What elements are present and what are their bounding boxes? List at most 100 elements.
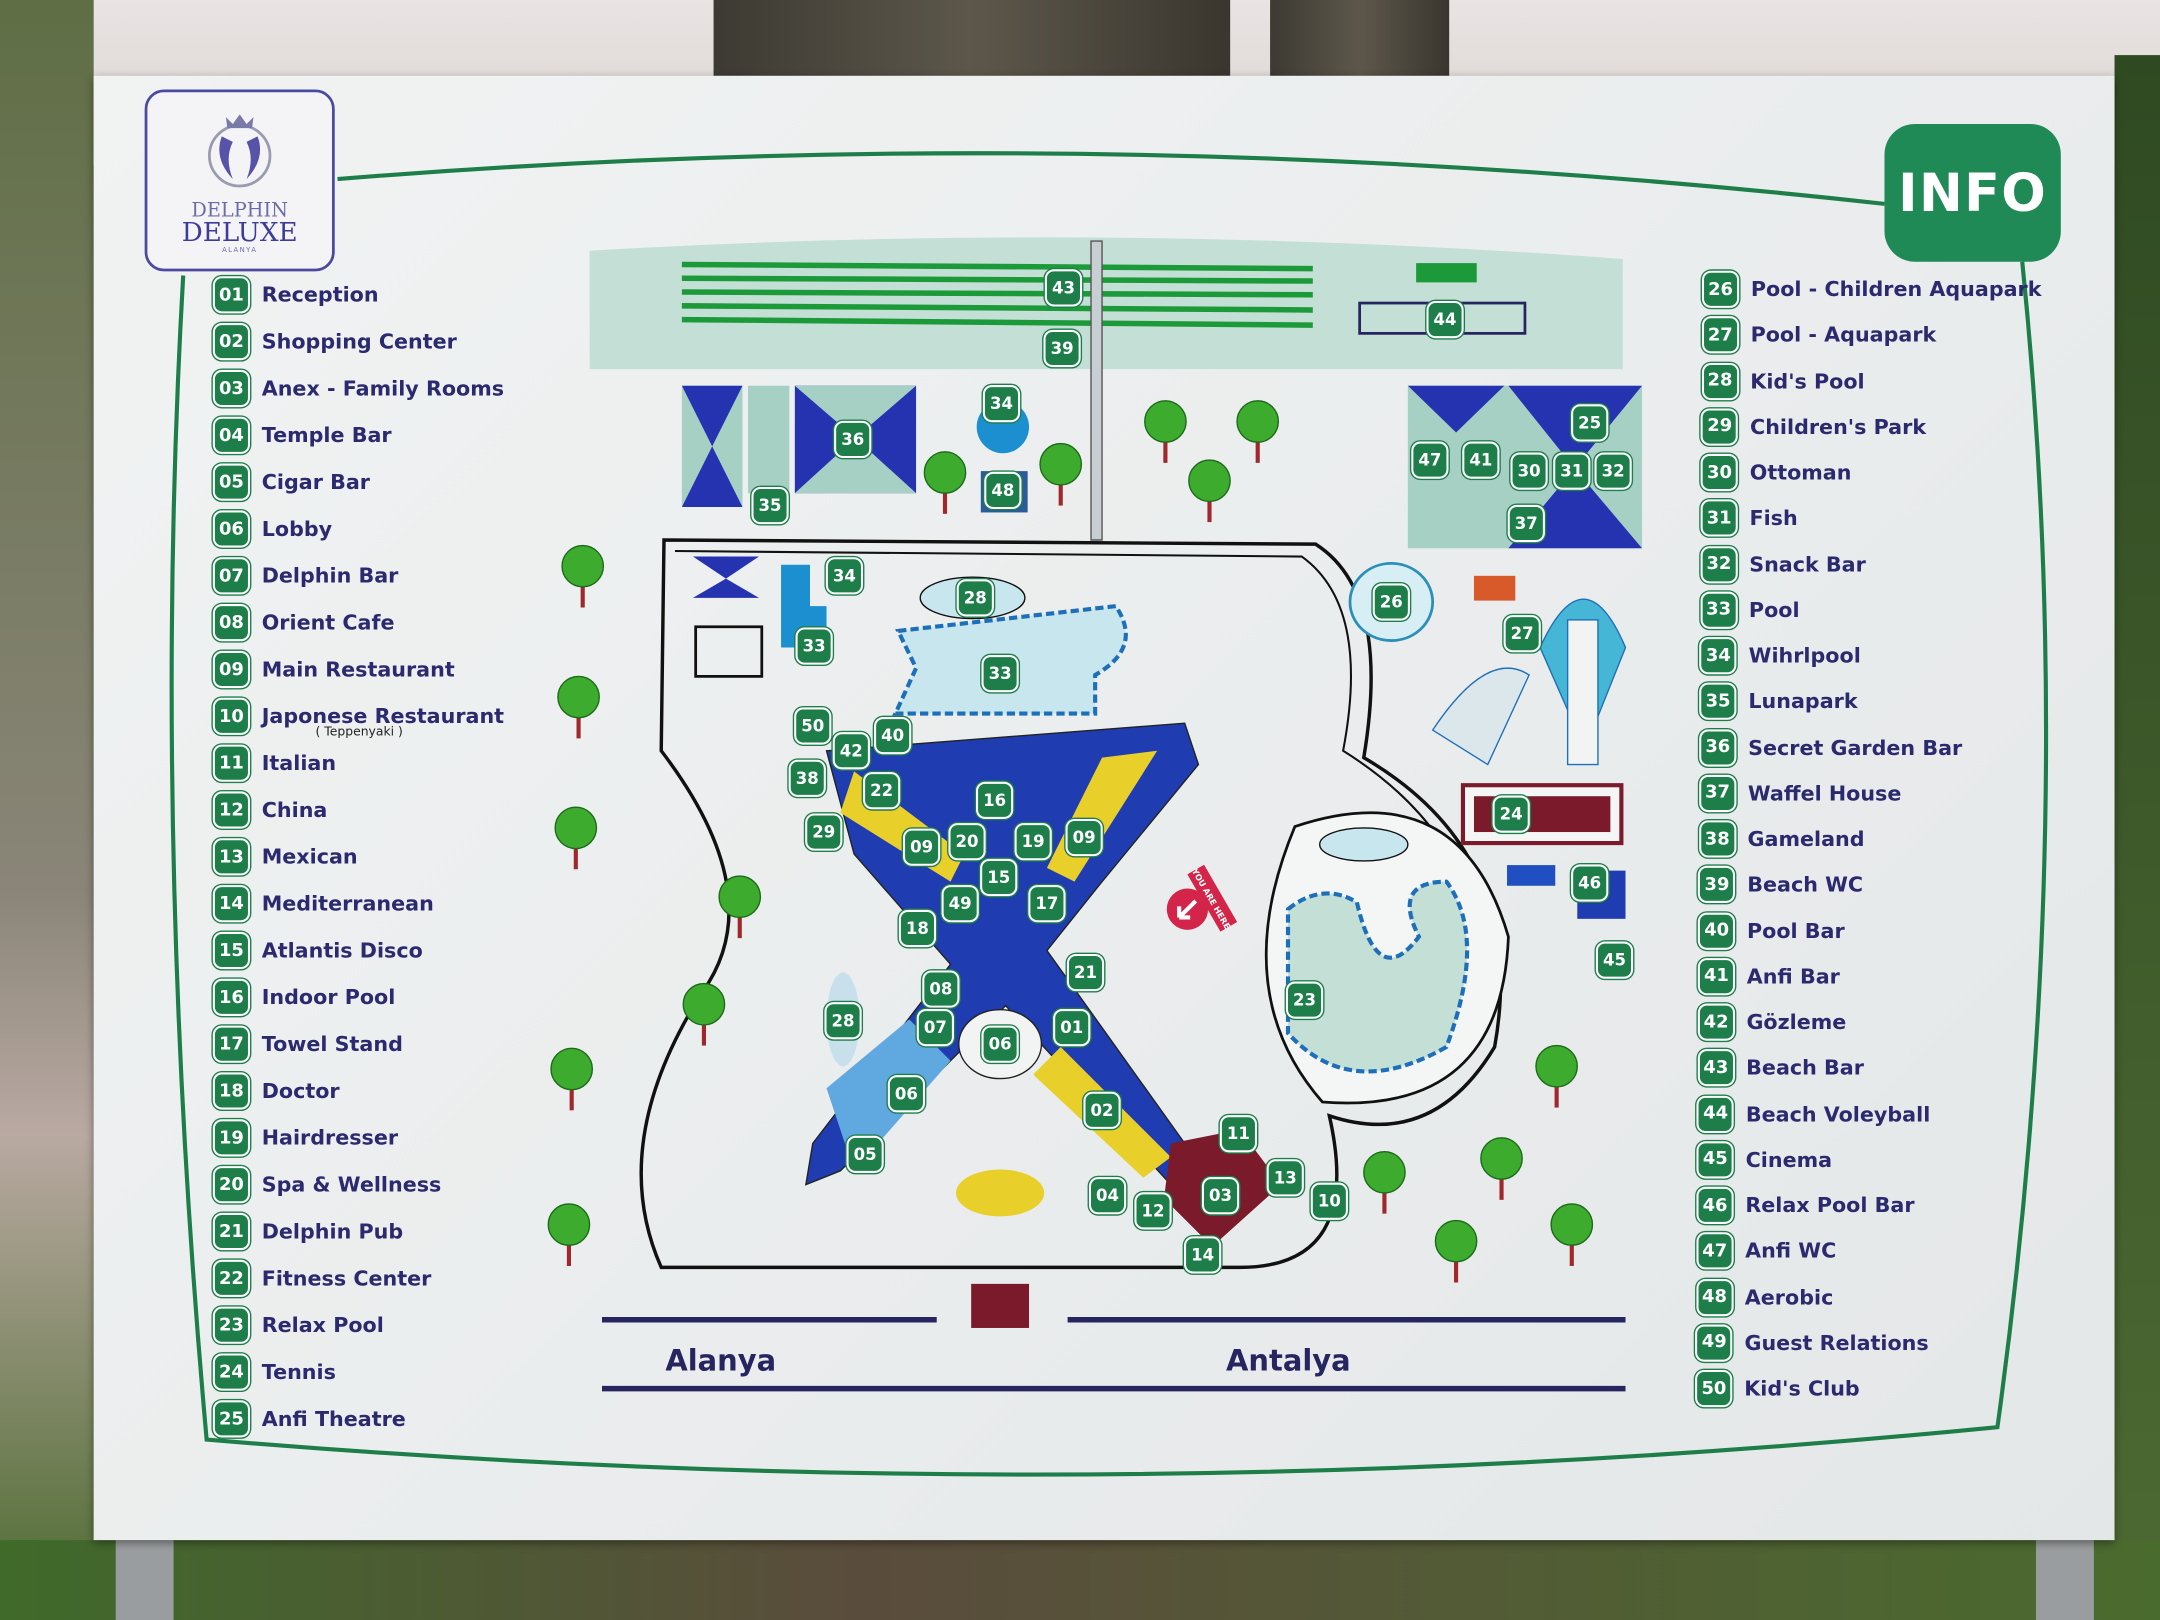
legend-number: 28 bbox=[1703, 364, 1737, 398]
map-marker-06: 06 bbox=[889, 1077, 923, 1111]
legend-number: 15 bbox=[214, 933, 248, 968]
legend-number: 10 bbox=[214, 699, 248, 733]
legend-number: 25 bbox=[214, 1402, 248, 1436]
map-marker-21: 21 bbox=[1068, 956, 1103, 990]
tree-icon bbox=[557, 675, 600, 739]
legend-label: Cinema bbox=[1745, 1147, 1833, 1172]
map-marker-28: 28 bbox=[958, 581, 992, 615]
tree-icon bbox=[682, 982, 726, 1046]
legend-number: 07 bbox=[214, 559, 248, 593]
legend-label: Pool - Aquapark bbox=[1750, 322, 1937, 348]
legend-number: 47 bbox=[1698, 1234, 1732, 1268]
tree-icon bbox=[550, 1047, 594, 1111]
legend-label: Main Restaurant bbox=[261, 657, 455, 682]
legend-item: 25 Anfi Theatre bbox=[214, 1402, 406, 1436]
map-marker-13: 13 bbox=[1268, 1161, 1302, 1195]
map-marker-10: 10 bbox=[1312, 1184, 1346, 1218]
legend-label: Atlantis Disco bbox=[261, 938, 423, 963]
legend-label: Secret Garden Bar bbox=[1748, 734, 1963, 760]
tree-icon bbox=[1039, 442, 1083, 506]
map-marker-45: 45 bbox=[1597, 943, 1632, 977]
map-marker-28: 28 bbox=[826, 1004, 860, 1038]
legend-label: Italian bbox=[261, 750, 337, 776]
tree-icon bbox=[1434, 1219, 1478, 1283]
legend-number: 35 bbox=[1701, 684, 1735, 719]
map-marker-24: 24 bbox=[1494, 797, 1528, 831]
legend-label: Guest Relations bbox=[1744, 1330, 1929, 1356]
legend-label: Orient Cafe bbox=[261, 610, 395, 636]
fountain bbox=[956, 1169, 1045, 1217]
legend-number: 09 bbox=[214, 652, 248, 687]
road-label-antalya: Antalya bbox=[1226, 1344, 1351, 1378]
legend-label: Japonese Restaurant bbox=[261, 703, 505, 729]
legend-number: 02 bbox=[214, 325, 248, 359]
legend-label: Anfi Theatre bbox=[261, 1406, 406, 1432]
map-marker-08: 08 bbox=[924, 972, 958, 1006]
entrance-gate bbox=[971, 1283, 1030, 1328]
legend-label: Pool bbox=[1748, 597, 1800, 623]
legend-number: 40 bbox=[1700, 914, 1734, 948]
legend-label: China bbox=[261, 797, 328, 823]
legend-number: 33 bbox=[1702, 593, 1736, 627]
legend-label: Anex - Family Rooms bbox=[261, 376, 505, 401]
tree-icon bbox=[718, 875, 762, 939]
tree-icon bbox=[547, 1203, 591, 1266]
legend-item: 15 Atlantis Disco bbox=[214, 933, 423, 968]
legend-label: Relax Pool bbox=[261, 1312, 384, 1338]
building-35 bbox=[681, 385, 790, 507]
legend-number: 21 bbox=[214, 1214, 248, 1249]
map-marker-25: 25 bbox=[1573, 406, 1607, 440]
legend-number: 22 bbox=[214, 1261, 248, 1295]
legend-label: Reception bbox=[261, 282, 379, 308]
tree-icon bbox=[923, 451, 967, 514]
legend-number: 48 bbox=[1697, 1280, 1732, 1314]
map-marker-42: 42 bbox=[834, 734, 868, 768]
map-marker-36: 36 bbox=[836, 422, 870, 456]
beach-area bbox=[589, 237, 1623, 370]
legend-number: 24 bbox=[214, 1355, 248, 1389]
legend-note-teppenyaki: ( Teppenyaki ) bbox=[315, 725, 403, 740]
legend-number: 03 bbox=[214, 371, 248, 405]
legend-number: 42 bbox=[1699, 1005, 1733, 1039]
map-marker-27: 27 bbox=[1505, 617, 1539, 651]
legend-number: 27 bbox=[1703, 318, 1737, 352]
map-marker-50: 50 bbox=[796, 709, 830, 743]
logo-line-1: DELPHIN bbox=[191, 199, 289, 222]
map-marker-29: 29 bbox=[807, 815, 841, 849]
legend-number: 12 bbox=[214, 793, 248, 827]
map-marker-32: 32 bbox=[1596, 454, 1630, 488]
map-marker-33: 33 bbox=[983, 657, 1017, 691]
map-marker-15: 15 bbox=[982, 860, 1016, 895]
border-line bbox=[169, 151, 2049, 1477]
legend-number: 37 bbox=[1700, 776, 1735, 810]
map-marker-05: 05 bbox=[848, 1137, 882, 1171]
tree-icon bbox=[1535, 1044, 1578, 1108]
legend-label: Hairdresser bbox=[261, 1125, 399, 1151]
delphin-deluxe-logo: DELPHIN DELUXE ALANYA bbox=[144, 89, 335, 272]
map-marker-12: 12 bbox=[1136, 1194, 1170, 1228]
map-marker-39: 39 bbox=[1045, 331, 1079, 366]
map-marker-22: 22 bbox=[865, 774, 899, 808]
legend-label: Anfi Bar bbox=[1746, 963, 1840, 989]
legend-label: Pool - Children Aquapark bbox=[1750, 276, 2042, 302]
map-marker-33: 33 bbox=[797, 629, 831, 663]
map-marker-01: 01 bbox=[1055, 1011, 1089, 1045]
info-badge: INFO bbox=[1884, 123, 2061, 262]
legend-label: Kid's Pool bbox=[1750, 368, 1865, 394]
